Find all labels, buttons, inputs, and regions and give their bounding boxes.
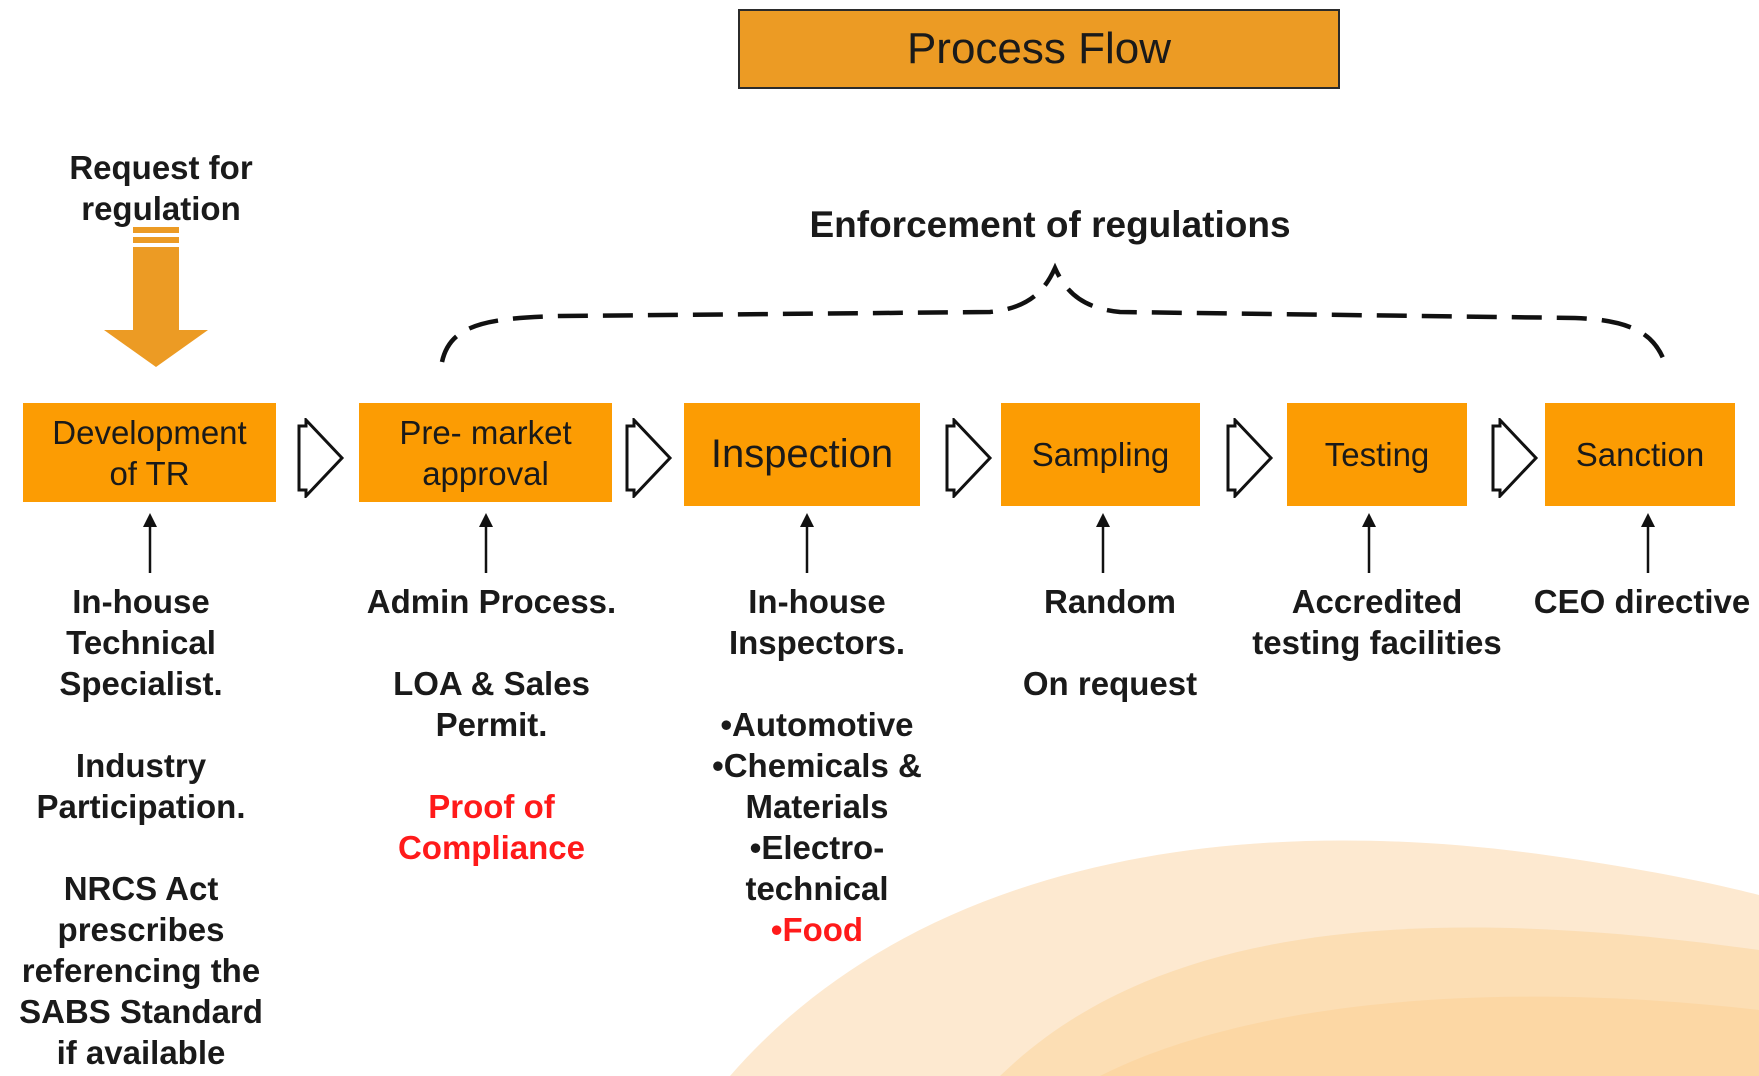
step-label: Development of TR (52, 413, 247, 492)
notes-development: In-house Technical Specialist. Industry … (0, 581, 282, 1073)
note-line: Random (1044, 583, 1176, 620)
note-line: LOA & Sales (393, 665, 590, 702)
note-line: Specialist. (59, 665, 223, 702)
diagram-title: Process Flow (738, 9, 1340, 89)
notes-inspection: In-house Inspectors. •Automotive •Chemic… (680, 581, 954, 950)
note-line (340, 622, 643, 663)
note-line: Participation. (36, 788, 246, 825)
note-line: NRCS Act (63, 870, 219, 907)
up-arrow-icon (1362, 513, 1376, 573)
notes-testing: Accredited testing facilities (1230, 581, 1524, 663)
up-arrow-icon (143, 513, 157, 573)
note-line: referencing the (21, 952, 261, 989)
request-for-regulation-label: Request for regulation (69, 149, 253, 227)
step-inspection: Inspection (684, 403, 920, 506)
enforcement-label: Enforcement of regulations (809, 204, 1291, 245)
up-arrow-icon (1096, 513, 1110, 573)
note-line: testing facilities (1252, 624, 1502, 661)
step-testing: Testing (1287, 403, 1467, 506)
notes-pre-market: Admin Process. LOA & Sales Permit. Proof… (340, 581, 643, 868)
note-line: Inspectors. (728, 624, 906, 661)
bullet-icon: • (770, 911, 783, 948)
up-arrow-icon (479, 513, 493, 573)
note-line: technical (745, 870, 889, 907)
notes-sampling: Random On request (985, 581, 1235, 704)
note-line: In-house (748, 583, 886, 620)
proof-of-compliance-line: Proof of (428, 788, 555, 825)
step-sampling: Sampling (1001, 403, 1200, 506)
chevron-right-icon (297, 418, 345, 498)
up-arrow-icon (800, 513, 814, 573)
step-label: Pre- market approval (399, 413, 572, 492)
step-development-of-tr: Development of TR (23, 403, 276, 502)
food-label: Food (782, 911, 864, 948)
note-line: Technical (66, 624, 216, 661)
note-line (0, 827, 282, 868)
chevron-right-icon (945, 418, 993, 498)
step-label: Sanction (1575, 436, 1705, 473)
step-pre-market-approval: Pre- market approval (359, 403, 612, 502)
note-line: •Automotive (720, 706, 914, 743)
note-line: if available (56, 1034, 226, 1071)
food-line: •Food (680, 909, 954, 950)
down-arrow-icon (104, 227, 208, 367)
note-line: SABS Standard (19, 993, 263, 1030)
proof-of-compliance-line: Compliance (397, 829, 586, 866)
chevron-right-icon (1226, 418, 1274, 498)
note-line: Accredited (1291, 583, 1463, 620)
step-label: Testing (1324, 436, 1430, 473)
note-line: Industry (75, 747, 207, 784)
note-line (985, 622, 1235, 663)
notes-sanction: CEO directive (1525, 581, 1759, 622)
note-line (680, 663, 954, 704)
note-line: CEO directive (1533, 583, 1751, 620)
step-label: Inspection (710, 432, 894, 476)
chevron-right-icon (1491, 418, 1539, 498)
step-label: Sampling (1031, 436, 1170, 473)
up-arrow-icon (1641, 513, 1655, 573)
note-line: prescribes (57, 911, 225, 948)
note-line: In-house (72, 583, 210, 620)
note-line (340, 745, 643, 786)
step-sanction: Sanction (1545, 403, 1735, 506)
note-line: •Chemicals & (712, 747, 922, 784)
note-line: On request (1022, 665, 1198, 702)
note-line: Materials (745, 788, 889, 825)
note-line: •Electro- (749, 829, 885, 866)
chevron-right-icon (625, 418, 673, 498)
note-line (0, 704, 282, 745)
note-line: Admin Process. (366, 583, 617, 620)
note-line: Permit. (435, 706, 548, 743)
